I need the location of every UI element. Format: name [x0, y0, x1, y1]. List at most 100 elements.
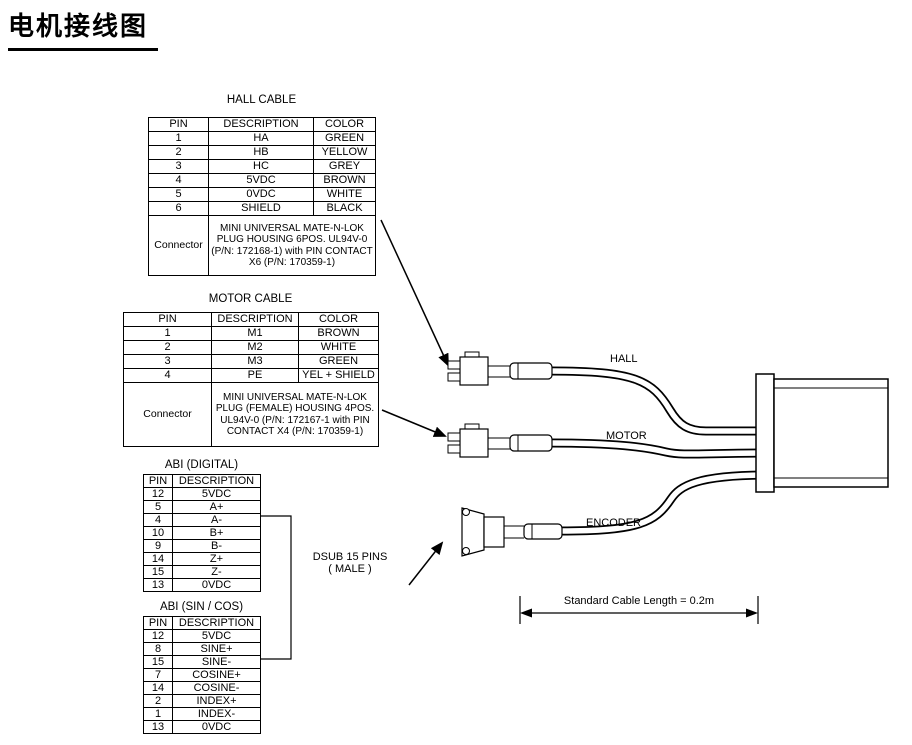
cell-pin: 5: [148, 187, 209, 202]
table-row: 4 5VDC BROWN: [148, 173, 376, 188]
cable-length-label: Standard Cable Length = 0.2m: [563, 595, 715, 607]
table-row: 12 5VDC: [143, 629, 261, 643]
cell-pin: 1: [143, 707, 173, 721]
cell-description: M3: [211, 354, 299, 369]
cell-description: Z-: [172, 565, 261, 579]
cell-pin: 13: [143, 720, 173, 734]
connector-spec: MINI UNIVERSAL MATE-N-LOK PLUG HOUSING 6…: [208, 215, 376, 276]
table-row: 12 5VDC: [143, 487, 261, 501]
table-row: 10 B+: [143, 526, 261, 540]
encoder-cable-label: ENCODER: [586, 517, 642, 529]
motor-cable-drawing: [549, 438, 771, 459]
cell-description: SINE+: [172, 642, 261, 656]
cell-description: M2: [211, 340, 299, 355]
cell-description: PE: [211, 368, 299, 383]
table-row: 6 SHIELD BLACK: [148, 201, 376, 216]
dsub-note-line2: ( MALE ): [328, 563, 372, 575]
hall-cable-title: HALL CABLE: [226, 94, 297, 106]
cell-color: BROWN: [298, 326, 379, 341]
table-row: 15 Z-: [143, 565, 261, 579]
cell-description: COSINE-: [172, 681, 261, 695]
arrow-hall-table-to-plug: [380, 219, 449, 367]
table-row: 5 0VDC WHITE: [148, 187, 376, 202]
cell-description: M1: [211, 326, 299, 341]
cell-description: Z+: [172, 552, 261, 566]
cell-color: WHITE: [298, 340, 379, 355]
cell-color: GREY: [313, 159, 376, 174]
table-row: 2 INDEX+: [143, 694, 261, 708]
cell-description: COSINE+: [172, 668, 261, 682]
motor-cable-table: PIN DESCRIPTION COLOR 1 M1 BROWN 2 M2 WH…: [123, 312, 379, 447]
hall-cable-label: HALL: [610, 353, 638, 365]
cell-description: B-: [172, 539, 261, 553]
cell-description: 0VDC: [208, 187, 314, 202]
cell-pin: 7: [143, 668, 173, 682]
page-title: 电机接线图: [8, 6, 159, 51]
cell-pin: 3: [148, 159, 209, 174]
col-header-pin: PIN: [123, 312, 212, 327]
header-row: PIN DESCRIPTION COLOR: [123, 312, 379, 327]
cell-description: 5VDC: [172, 629, 261, 643]
cell-pin: 15: [143, 655, 173, 669]
abi-sincos-table: PIN DESCRIPTION 12 5VDC 8 SINE+ 15 SINE-…: [143, 616, 261, 734]
cell-description: 5VDC: [208, 173, 314, 188]
motor-cable-title: MOTOR CABLE: [208, 293, 293, 305]
cell-pin: 5: [143, 500, 173, 514]
hall-cable-table: PIN DESCRIPTION COLOR 1 HA GREEN 2 HB YE…: [148, 117, 376, 276]
col-header-color: COLOR: [298, 312, 379, 327]
cell-description: INDEX+: [172, 694, 261, 708]
dsub-note-line1: DSUB 15 PINS: [312, 551, 388, 563]
cell-pin: 6: [148, 201, 209, 216]
cell-pin: 8: [143, 642, 173, 656]
table-row: 1 HA GREEN: [148, 131, 376, 146]
cell-pin: 3: [123, 354, 212, 369]
cell-description: A-: [172, 513, 261, 527]
cell-pin: 2: [123, 340, 212, 355]
connector-label: Connector: [123, 382, 212, 447]
table-row: 4 PE YEL + SHIELD: [123, 368, 379, 383]
cell-pin: 15: [143, 565, 173, 579]
cell-description: 0VDC: [172, 720, 261, 734]
cell-description: 5VDC: [172, 487, 261, 501]
connector-spec: MINI UNIVERSAL MATE-N-LOK PLUG (FEMALE) …: [211, 382, 379, 447]
cell-color: GREEN: [298, 354, 379, 369]
cell-pin: 10: [143, 526, 173, 540]
cell-pin: 2: [148, 145, 209, 160]
connector-row: Connector MINI UNIVERSAL MATE-N-LOK PLUG…: [148, 215, 376, 276]
arrow-dsub-to-encoder-plug: [408, 541, 444, 586]
cell-pin: 1: [123, 326, 212, 341]
cell-pin: 12: [143, 487, 173, 501]
col-header-pin: PIN: [143, 474, 173, 488]
col-header-description: DESCRIPTION: [172, 616, 261, 630]
cell-pin: 4: [123, 368, 212, 383]
dsub-note: DSUB 15 PINS ( MALE ): [298, 551, 402, 575]
table-row: 8 SINE+: [143, 642, 261, 656]
table-row: 3 HC GREY: [148, 159, 376, 174]
table-row: 7 COSINE+: [143, 668, 261, 682]
arrow-motor-table-to-plug: [381, 409, 447, 437]
cell-pin: 4: [143, 513, 173, 527]
col-header-description: DESCRIPTION: [172, 474, 261, 488]
table-row: 14 Z+: [143, 552, 261, 566]
col-header-pin: PIN: [148, 117, 209, 132]
motor-body-drawing: [755, 373, 889, 493]
col-header-description: DESCRIPTION: [208, 117, 314, 132]
abi-digital-title: ABI (DIGITAL): [164, 459, 239, 471]
motor-cable-label: MOTOR: [606, 430, 647, 442]
abi-sincos-title: ABI (SIN / COS): [159, 601, 244, 613]
header-row: PIN DESCRIPTION: [143, 616, 261, 630]
cell-color: GREEN: [313, 131, 376, 146]
header-row: PIN DESCRIPTION COLOR: [148, 117, 376, 132]
cell-description: SINE-: [172, 655, 261, 669]
col-header-pin: PIN: [143, 616, 173, 630]
table-row: 4 A-: [143, 513, 261, 527]
cell-pin: 1: [148, 131, 209, 146]
cell-pin: 14: [143, 681, 173, 695]
connector-label: Connector: [148, 215, 209, 276]
cell-pin: 9: [143, 539, 173, 553]
col-header-color: COLOR: [313, 117, 376, 132]
cell-pin: 2: [143, 694, 173, 708]
abi-digital-table: PIN DESCRIPTION 12 5VDC 5 A+ 4 A- 10 B+ …: [143, 474, 261, 592]
table-row: 15 SINE-: [143, 655, 261, 669]
table-row: 13 0VDC: [143, 720, 261, 734]
